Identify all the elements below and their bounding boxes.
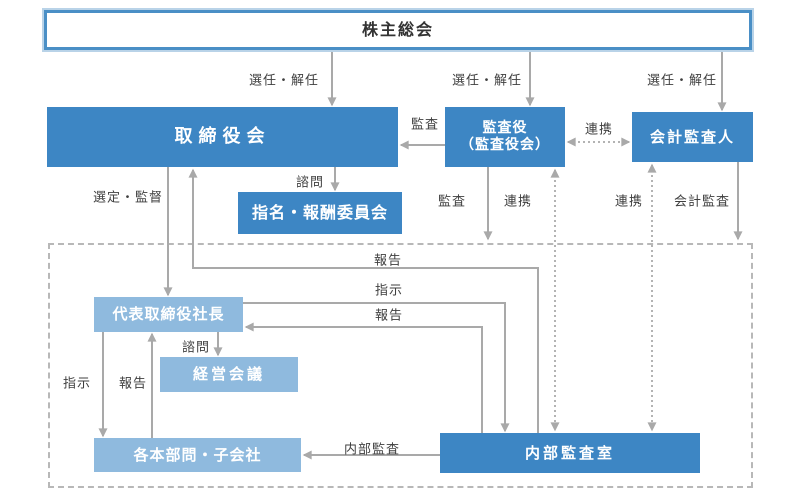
- edge-label-advisory-committee: 諮問: [295, 175, 325, 191]
- node-board-label: 取締役会: [174, 125, 271, 147]
- edge-label-coop-auditors-internal: 連携: [503, 194, 533, 210]
- node-president-label: 代表取締役社長: [112, 305, 225, 324]
- edge-label-internal-audit: 内部監査: [343, 442, 401, 458]
- node-board: 取締役会: [47, 107, 398, 167]
- node-shareholders: 株主総会: [42, 8, 754, 52]
- node-management-meeting-label: 経営会議: [192, 365, 265, 384]
- edge-label-appoint-accounting: 選任・解任: [646, 73, 718, 89]
- edge-label-select-supervise: 選定・監督: [92, 190, 164, 206]
- edge-label-accounting-audit: 会計監査: [673, 194, 731, 210]
- edge-label-report-to-board: 報告: [373, 253, 403, 269]
- edge-label-coop-accounting-internal: 連携: [614, 194, 644, 210]
- edge-label-report-to-president: 報告: [374, 308, 404, 324]
- edge-label-audit-exec: 監査: [437, 194, 467, 210]
- node-departments-label: 各本部問・子会社: [133, 445, 262, 464]
- edge-label-cooperation-top: 連携: [584, 122, 614, 138]
- node-departments: 各本部問・子会社: [94, 438, 301, 472]
- edge-label-report-departments: 報告: [118, 376, 148, 392]
- edge-label-instruct-departments: 指示: [62, 376, 92, 392]
- edge-label-appoint-auditors: 選任・解任: [451, 73, 523, 89]
- node-internal-audit-label: 内部監査室: [524, 443, 615, 462]
- node-nomination-committee: 指名・報酬委員会: [238, 192, 402, 234]
- edge-label-instruct-internal: 指示: [374, 283, 404, 299]
- node-accounting-auditor-label: 会計監査人: [649, 127, 735, 146]
- node-accounting-auditor: 会計監査人: [632, 112, 753, 162]
- node-shareholders-label: 株主総会: [361, 20, 434, 39]
- node-auditors: 監査役 （監査役会）: [445, 107, 565, 167]
- node-internal-audit: 内部監査室: [440, 433, 700, 473]
- node-nomination-committee-label: 指名・報酬委員会: [251, 203, 388, 222]
- edge-label-appoint-board: 選任・解任: [248, 73, 320, 89]
- node-president: 代表取締役社長: [94, 297, 243, 332]
- node-auditors-label-line1: 監査役: [482, 119, 528, 136]
- edge-label-advisory-meeting: 諮問: [181, 340, 211, 356]
- node-management-meeting: 経営会議: [160, 357, 298, 392]
- node-auditors-label-line2: （監査役会）: [460, 137, 550, 153]
- edge-label-audit-board: 監査: [410, 117, 440, 133]
